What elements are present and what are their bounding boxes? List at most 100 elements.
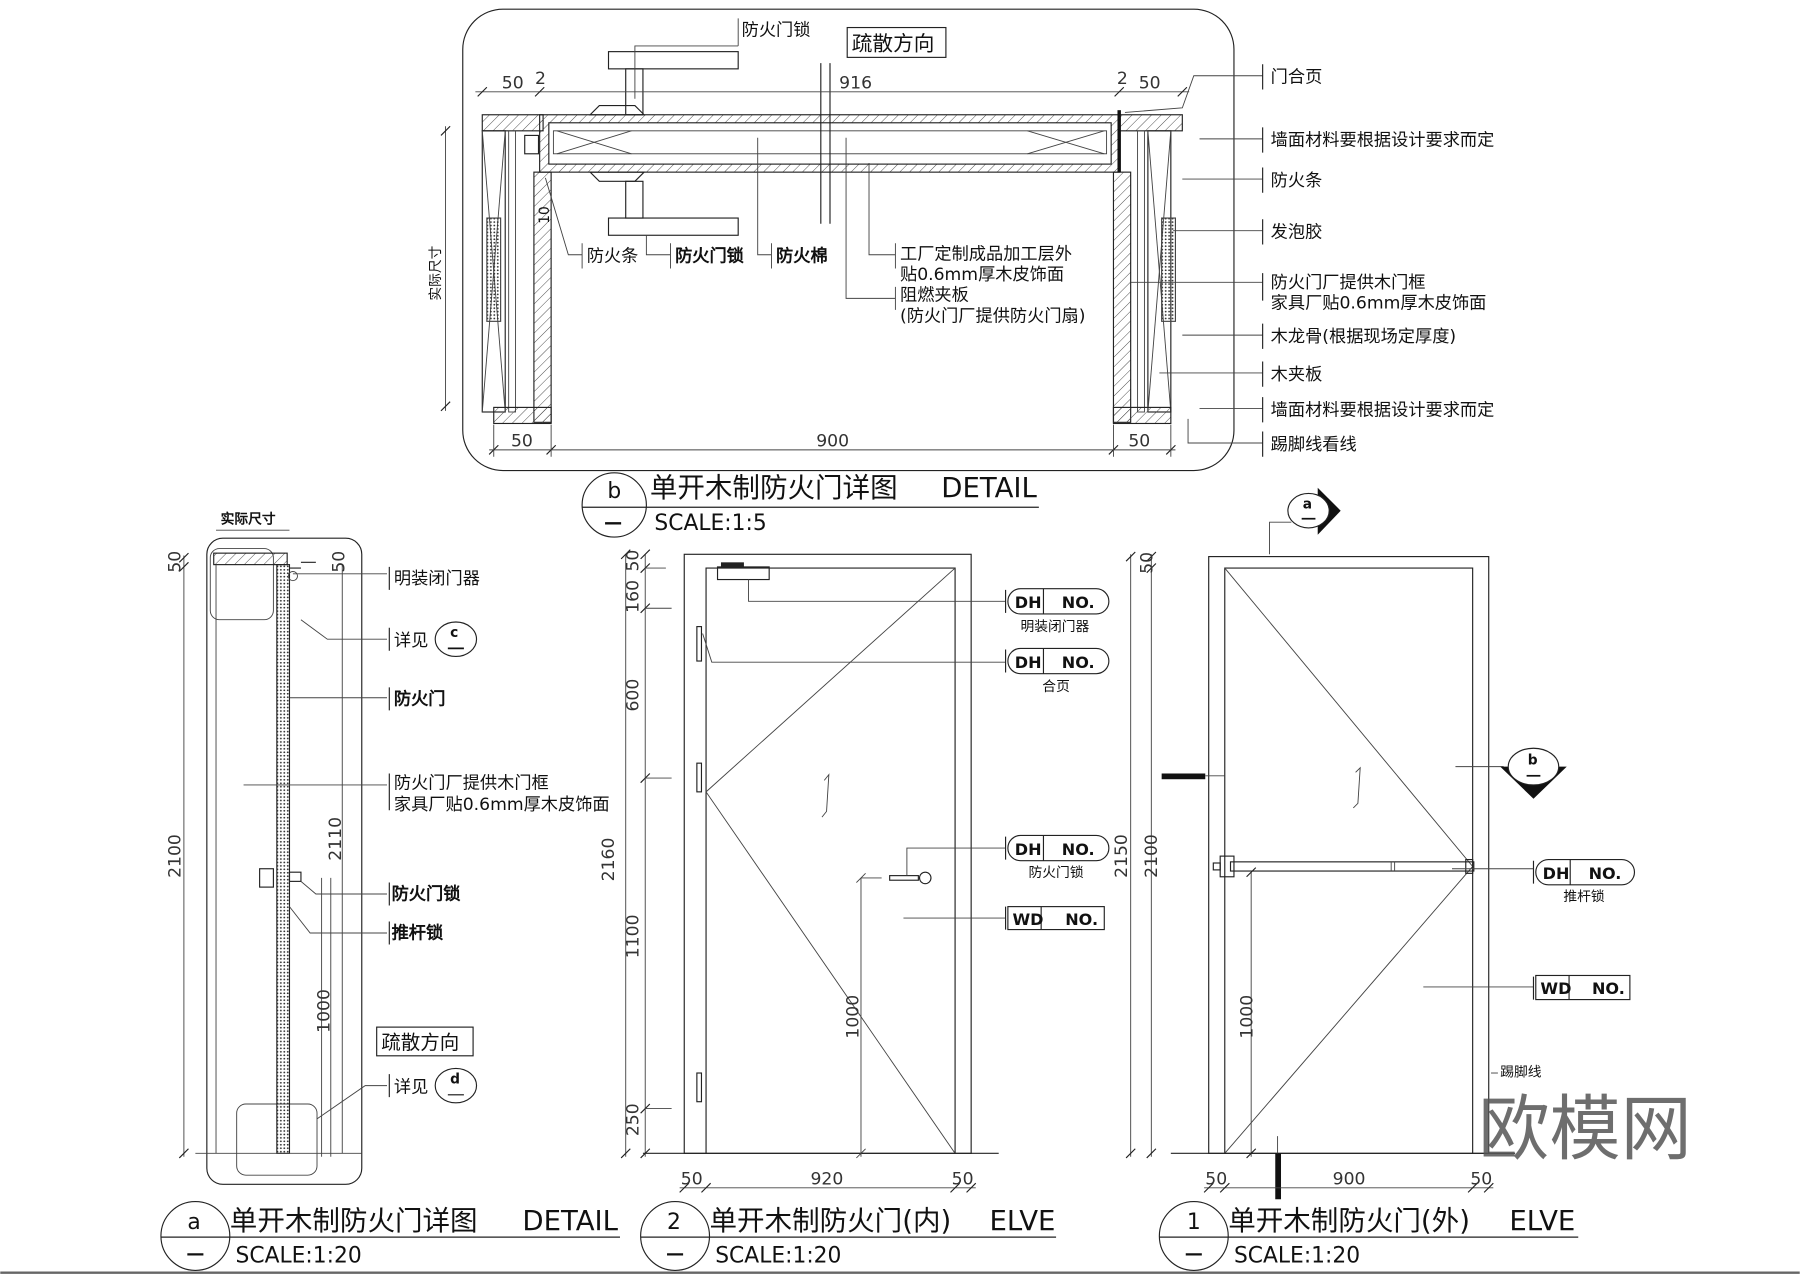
detail-ref-c[interactable]: c <box>434 621 478 658</box>
dim-actual-size: 实际尺寸 <box>428 245 444 300</box>
tag-caption: 明装闭门器 <box>1020 619 1089 635</box>
dim-2-left: 2 <box>535 69 546 89</box>
door-closer-icon <box>716 566 770 581</box>
label-fire-strip: 防火条 <box>587 247 639 267</box>
tag-dh-hinge[interactable]: DH NO. 合页 <box>1007 647 1110 695</box>
panel-2-title-block: 2 单开木制防火门(内) ELVE SCALE:1:20 <box>640 1200 1057 1271</box>
label-fire-board-line2: (防火门厂提供防火门扇) <box>900 306 1085 326</box>
dim-1000: 1000 <box>1237 995 1257 1039</box>
tag-no: NO. <box>1589 864 1622 883</box>
lock-icon <box>259 868 274 888</box>
title: 单开木制防火门详图 <box>650 472 898 504</box>
marker-letter: b <box>607 479 621 504</box>
label-frame-line1: 防火门厂提供木门框 <box>394 773 549 793</box>
panel-a-title-block: a 单开木制防火门详图 DETAIL SCALE:1:20 <box>160 1200 620 1271</box>
label-skirting: 踢脚线 <box>1500 1064 1542 1080</box>
tag-no: NO. <box>1062 840 1095 859</box>
title: 单开木制防火门详图 <box>230 1205 478 1237</box>
dim-900: 900 <box>816 431 849 451</box>
fire-lock-handle-icon <box>889 875 919 881</box>
section-marker-b[interactable]: b <box>1455 747 1567 799</box>
push-bar-icon <box>1212 855 1475 878</box>
tag-caption: 合页 <box>1042 679 1070 695</box>
foam-glue-fill <box>1161 217 1177 322</box>
dim-50-left: 50 <box>1205 1169 1227 1189</box>
tag-wd-finish[interactable]: WD NO. <box>1535 974 1631 1001</box>
label-fire-lock: 防火门锁 <box>675 246 745 267</box>
ref-letter-d: d <box>450 1071 460 1087</box>
panel-b-frame <box>462 8 1235 472</box>
dim-250: 250 <box>623 1103 643 1136</box>
section-letter-b: b <box>1528 752 1538 768</box>
dim-160: 160 <box>623 580 643 613</box>
bottom-dimension-line: 50 900 50 <box>488 424 1176 457</box>
panel-b-leaders <box>544 18 896 310</box>
tag-wd-finish[interactable]: WD NO. <box>1007 906 1105 931</box>
label-factory-line2: 贴0.6mm厚木皮饰面 <box>900 265 1064 285</box>
marker-letter: a <box>187 1210 200 1235</box>
dim-50-right: 50 <box>1470 1169 1492 1189</box>
dim-2110: 2110 <box>326 817 346 861</box>
panel-b-right-leaders <box>1124 64 1264 457</box>
door-leaf <box>705 567 956 1154</box>
left-dimension-line: 实际尺寸 10 <box>428 125 553 412</box>
dim-50-top-right: 50 <box>330 551 350 573</box>
detail-ref-d[interactable]: d <box>434 1067 478 1104</box>
tag-dh-push-bar[interactable]: DH NO. 推杆锁 <box>1535 858 1636 905</box>
label-wall-material: 墙面材料要根据设计要求而定 <box>1271 131 1495 151</box>
dim-50-left: 50 <box>502 73 524 93</box>
dim-50: 50 <box>623 550 643 572</box>
title-en: DETAIL <box>941 472 1037 504</box>
door-leaf <box>1224 567 1474 1154</box>
panel-a-section-detail: 实际尺寸 50 50 2100 2110 1000 明装闭门器 详见 c 防火门… <box>160 510 620 1271</box>
scale-label: SCALE:1:20 <box>236 1243 362 1268</box>
panel-1-title-block: 1 单开木制防火门(外) ELVE SCALE:1:20 <box>1158 1200 1579 1271</box>
hinge-icon <box>696 626 703 662</box>
tag-no: NO. <box>1062 653 1095 672</box>
label-wood-keel: 木龙骨(根据现场定厚度) <box>1271 327 1456 347</box>
door-leaf-section <box>276 564 291 1154</box>
label-skirting-line: 踢脚线看线 <box>1271 435 1357 455</box>
dim-50-top-left: 50 <box>165 551 185 573</box>
label-see-detail-c: 详见 <box>394 631 428 651</box>
panel-b-title-block: b 单开木制防火门详图 DETAIL SCALE:1:5 <box>581 472 1039 538</box>
label-foam-glue: 发泡胶 <box>1271 223 1323 243</box>
dim-50-right: 50 <box>1128 431 1150 451</box>
section-cut-mark <box>1161 773 1206 780</box>
label-push-bar-lock: 推杆锁 <box>392 923 444 944</box>
ref-letter-c: c <box>450 625 458 641</box>
swing-indicator <box>1224 567 1474 1154</box>
tag-dh-door-closer[interactable]: DH NO. 明装闭门器 <box>1007 588 1110 635</box>
dim-50-right: 50 <box>952 1169 974 1189</box>
scale-label: SCALE:1:20 <box>715 1243 841 1268</box>
dim-1000: 1000 <box>844 995 864 1039</box>
door-closer-icon <box>287 571 298 582</box>
label-fire-lock-top: 防火门锁 <box>742 21 811 41</box>
tag-code: WD <box>1540 979 1571 998</box>
left-wall-section <box>481 114 552 425</box>
section-letter-a: a <box>1303 496 1312 512</box>
watermark-logo: 欧模网 <box>1478 1087 1691 1170</box>
label-fire-strip-right: 防火条 <box>1271 171 1323 191</box>
dim-10: 10 <box>537 206 553 224</box>
label-fire-board-line1: 阻燃夹板 <box>900 286 969 306</box>
tag-code: DH <box>1543 864 1570 883</box>
marker-number: 2 <box>667 1210 681 1235</box>
right-wall-section <box>1112 114 1183 425</box>
door-frame <box>683 553 972 1154</box>
tag-no: NO. <box>1062 593 1095 612</box>
dim-2160: 2160 <box>599 838 619 882</box>
dim-1100: 1100 <box>623 914 643 958</box>
tag-code: WD <box>1012 910 1043 929</box>
panel-1-exterior-elevation: a b 2150 2100 50 1000 50 900 50 DH NO. 推… <box>1112 487 1692 1271</box>
dim-50-left: 50 <box>681 1169 703 1189</box>
tag-caption: 防火门锁 <box>1029 865 1084 881</box>
scale-label: SCALE:1:5 <box>654 511 766 536</box>
door-leaf-section <box>524 110 1121 173</box>
top-dimension-line: 50 2 916 2 50 <box>475 69 1190 97</box>
tag-no: NO. <box>1065 910 1098 929</box>
panel-b-plan-detail: 疏散方向 50 2 916 2 50 50 900 50 实际尺寸 10 <box>428 8 1495 538</box>
tag-dh-fire-lock[interactable]: DH NO. 防火门锁 <box>1007 834 1110 881</box>
section-marker-a[interactable]: a <box>1269 487 1341 555</box>
title-en: DETAIL <box>522 1205 618 1237</box>
